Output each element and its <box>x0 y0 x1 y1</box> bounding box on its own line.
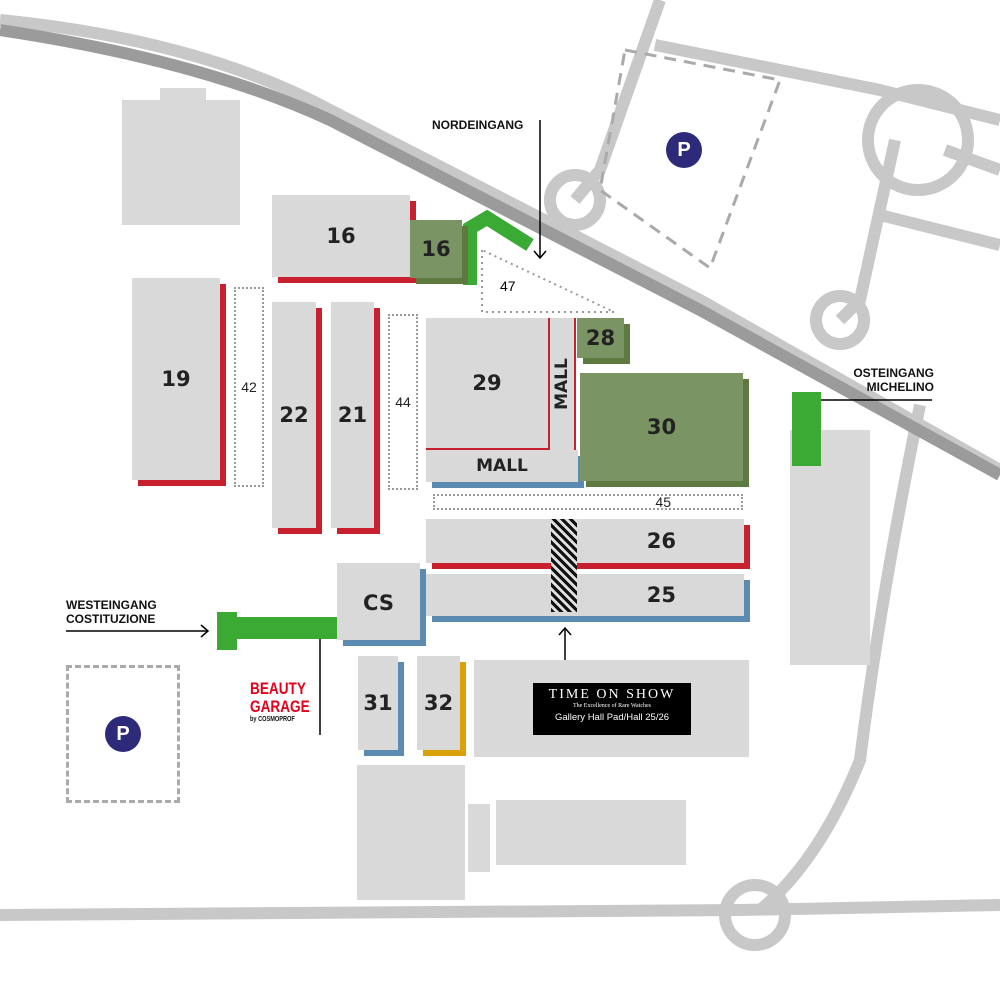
hall-label: 21 <box>337 403 368 427</box>
logo-by: by COSMOPROF <box>250 716 295 723</box>
hall-19[interactable]: 19 <box>132 278 220 480</box>
tos-title: TIME ON SHOW <box>548 687 676 702</box>
hall-32[interactable]: 32 <box>417 656 460 750</box>
hall-label: 26 <box>646 529 676 553</box>
hall-31[interactable]: 31 <box>358 656 398 750</box>
gallery-hall-pad[interactable] <box>551 519 577 612</box>
arrow-down-icon <box>533 250 547 260</box>
area-44[interactable]: 44 <box>388 314 418 490</box>
railway <box>0 24 1000 481</box>
mall-label: MALL <box>552 358 572 410</box>
mall-label: MALL <box>476 456 528 476</box>
arrow-right-icon <box>200 624 210 638</box>
tos-location: Gallery Hall Pad/Hall 25/26 <box>554 712 670 723</box>
hall-label: 16 <box>326 224 356 248</box>
hall-label: CS <box>363 591 394 615</box>
parking-area-north <box>598 48 783 271</box>
hall-25[interactable]: 25 <box>426 574 744 616</box>
hall-label: 19 <box>161 367 191 391</box>
parking-area-west: P <box>66 665 180 803</box>
area-label: 44 <box>395 394 411 410</box>
hall-29[interactable]: 29 <box>426 318 550 450</box>
mall-horizontal[interactable]: MALL <box>426 450 578 482</box>
hall-label: 16 <box>421 237 451 261</box>
building-south-small <box>468 804 490 872</box>
hall-label: 25 <box>646 583 676 607</box>
hall-cs[interactable]: CS <box>337 563 420 640</box>
hall-16-green[interactable]: 16 <box>410 220 462 278</box>
area-label: 42 <box>241 379 257 395</box>
parking-icon[interactable]: P <box>105 716 141 752</box>
parking-icon[interactable]: P <box>666 132 702 168</box>
area-45[interactable]: 45 <box>433 494 743 510</box>
hall-28[interactable]: 28 <box>577 318 624 358</box>
west-entrance-gate[interactable] <box>217 612 237 650</box>
building-east <box>790 430 870 665</box>
hall-22[interactable]: 22 <box>272 302 316 528</box>
time-on-show-badge[interactable]: TIME ON SHOW The Excellence of Rare Watc… <box>533 683 691 735</box>
building-northwest-top <box>160 88 206 102</box>
beauty-garage-logo[interactable]: BEAUTY GARAGE by COSMOPROF <box>250 680 310 724</box>
hall-30[interactable]: 30 <box>580 373 743 481</box>
building-northwest <box>122 100 240 225</box>
area-47-label[interactable]: 47 <box>500 278 516 294</box>
hall-label: 31 <box>363 691 393 715</box>
hall-label: 28 <box>585 326 616 350</box>
area-label: 45 <box>655 494 671 510</box>
west-entrance[interactable] <box>217 617 337 639</box>
arrow-up-icon <box>558 626 572 636</box>
area-42[interactable]: 42 <box>234 287 264 487</box>
hall-label: 29 <box>472 371 502 395</box>
logo-line: BEAUTY <box>250 679 306 698</box>
area-47-outline <box>481 248 615 313</box>
east-entrance-label: OSTEINGANG MICHELINO <box>853 366 934 394</box>
north-entrance-label: NORDEINGANG <box>432 118 524 132</box>
building-southeast <box>496 800 686 865</box>
mall-vertical[interactable]: MALL <box>550 318 576 450</box>
logo-line: GARAGE <box>250 697 310 716</box>
hall-21[interactable]: 21 <box>331 302 374 528</box>
west-entrance-label: WESTEINGANG COSTITUZIONE <box>66 598 157 626</box>
hall-26[interactable]: 26 <box>426 519 744 563</box>
hall-label: 30 <box>646 415 677 439</box>
hall-16[interactable]: 16 <box>272 195 410 277</box>
tos-subtitle: The Excellence of Rare Watches <box>572 703 652 709</box>
north-entrance-path <box>463 209 534 285</box>
hall-label: 22 <box>279 403 309 427</box>
building-south <box>357 765 465 900</box>
hall-label: 32 <box>423 691 454 715</box>
east-entrance[interactable] <box>792 392 821 466</box>
